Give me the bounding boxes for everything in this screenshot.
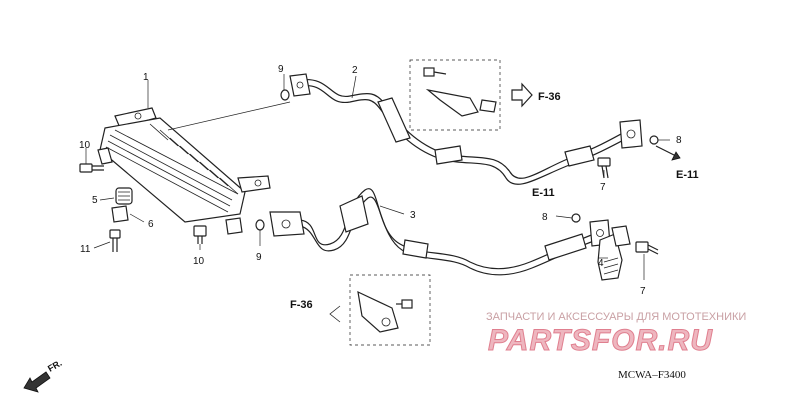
callout-10-left: 10	[79, 140, 91, 151]
callout-6: 6	[148, 219, 154, 230]
callout-9-top: 9	[278, 64, 284, 75]
reference-arrow-e11-right	[655, 145, 681, 161]
reference-arrow-f36-bottom	[329, 305, 341, 323]
hose-bracket[interactable]	[597, 225, 631, 281]
callout-5: 5	[92, 195, 98, 206]
callout-2: 2	[352, 65, 358, 76]
callout-11: 11	[80, 244, 91, 255]
grommet[interactable]	[115, 187, 133, 205]
bolt-10-mid[interactable]	[193, 225, 207, 244]
reference-arrow-f36-top	[511, 82, 533, 108]
washer-9-top[interactable]	[280, 89, 290, 101]
callout-7-lower: 7	[640, 286, 646, 297]
reference-box-bottom	[349, 274, 431, 346]
diagram-code: MCWA–F3400	[618, 369, 686, 381]
front-direction-arrow: FR.	[23, 358, 64, 393]
callout-1: 1	[143, 72, 149, 83]
bolt-7-lower[interactable]	[635, 241, 659, 255]
callout-7-upper: 7	[600, 182, 606, 193]
oil-cooler[interactable]	[97, 107, 271, 235]
callout-8-mid: 8	[542, 212, 548, 223]
callout-10-mid: 10	[193, 256, 205, 267]
bolt-11[interactable]	[109, 229, 121, 252]
collar[interactable]	[111, 205, 129, 223]
callout-4: 4	[598, 258, 604, 269]
washer-8-right[interactable]	[649, 135, 659, 145]
watermark-tagline: ЗАПЧАСТИ И АКСЕССУАРЫ ДЛЯ МОТОТЕХНИКИ	[486, 311, 746, 323]
watermark-brand: PARTSFOR.RU	[488, 324, 713, 357]
front-arrow-label: FR.	[46, 358, 64, 374]
reference-f36-top: F-36	[538, 91, 561, 103]
reference-e11-right: E-11	[676, 169, 699, 181]
oil-hose-upper[interactable]	[289, 73, 643, 185]
bolt-10-left[interactable]	[79, 163, 104, 173]
bolt-7-upper[interactable]	[597, 157, 611, 179]
reference-box-top	[409, 59, 501, 131]
callout-9-bottom: 9	[256, 252, 262, 263]
leader-lines	[85, 74, 670, 280]
callout-3: 3	[410, 210, 416, 221]
reference-f36-bottom: F-36	[290, 299, 313, 311]
reference-e11-mid: E-11	[532, 187, 555, 199]
washer-8-mid[interactable]	[571, 213, 581, 223]
callout-8-right: 8	[676, 135, 682, 146]
washer-9-bottom[interactable]	[255, 219, 265, 231]
oil-hose-lower[interactable]	[269, 188, 611, 276]
